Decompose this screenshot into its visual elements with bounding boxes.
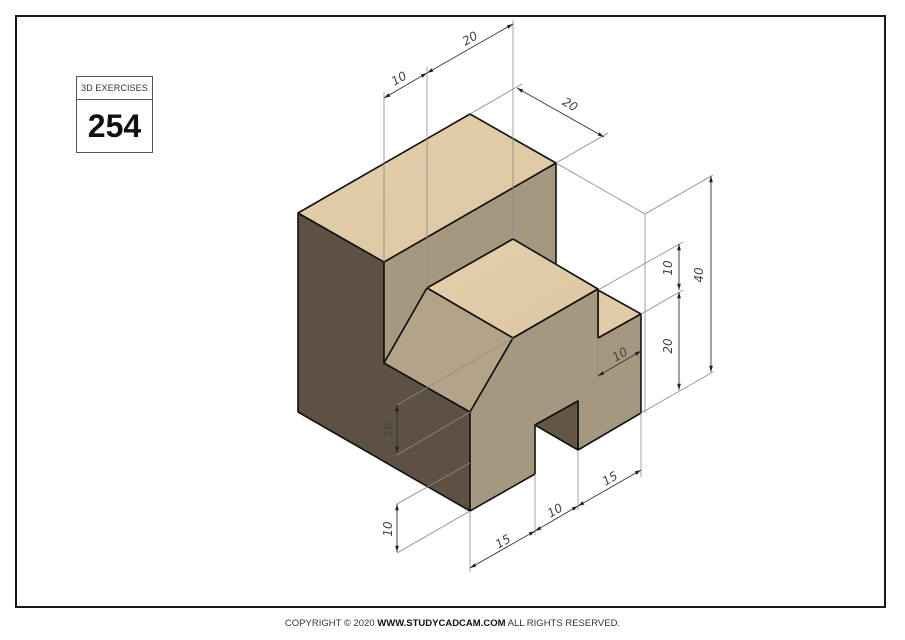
dim-step-depth-10: 10 bbox=[610, 344, 631, 364]
solid-body bbox=[297, 113, 642, 512]
dimension-arrows bbox=[383, 23, 713, 569]
badge-title: 3D EXERCISES bbox=[77, 77, 152, 100]
slot-inner-face bbox=[534, 400, 579, 451]
copyright-prefix: COPYRIGHT © 2020 bbox=[284, 618, 378, 629]
copyright-footer: COPYRIGHT © 2020 WWW.STUDYCADCAM.COM ALL… bbox=[0, 618, 905, 629]
dim-bottom-15-left: 15 bbox=[493, 532, 513, 552]
dim-bottom-10: 10 bbox=[545, 500, 566, 520]
drawing-frame bbox=[15, 15, 886, 608]
dim-depth-20: 20 bbox=[560, 95, 581, 115]
dim-top-20: 20 bbox=[460, 28, 481, 48]
exercise-badge: 3D EXERCISES 254 bbox=[76, 76, 153, 153]
dim-step-10: 10 bbox=[661, 260, 675, 276]
dim-height-40: 40 bbox=[692, 267, 706, 283]
dim-bottom-15-right: 15 bbox=[600, 469, 620, 489]
dim-top-10: 10 bbox=[389, 68, 410, 88]
copyright-suffix: ALL RIGHTS RESERVED. bbox=[505, 618, 621, 629]
copyright-site: WWW.STUDYCADCAM.COM bbox=[377, 618, 506, 629]
dimension-labels: 10 20 20 40 10 20 10 10 10 15 10 15 bbox=[381, 28, 706, 551]
exercise-number: 254 bbox=[87, 108, 142, 144]
dim-left-10-lower: 10 bbox=[381, 521, 395, 537]
dim-mid-20: 20 bbox=[661, 338, 675, 354]
dim-left-10-upper: 10 bbox=[381, 422, 395, 438]
